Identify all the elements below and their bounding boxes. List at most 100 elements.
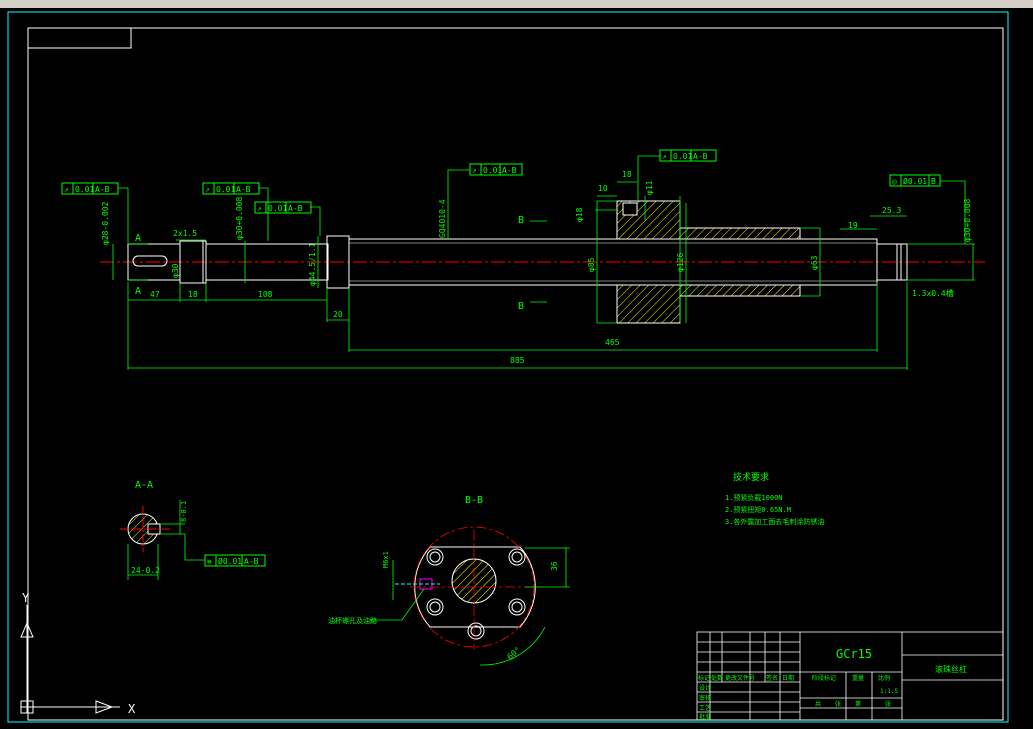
tb-header-count: 处数 (711, 674, 723, 682)
title-block (696, 631, 1004, 721)
thread-spec: GQ4010-4 (438, 199, 447, 238)
view-aa-title: A-A (135, 480, 153, 491)
tb-material: GCr15 (836, 647, 872, 661)
gdt-frame-5: ↗ 0.01 A-B (659, 149, 717, 162)
tb-label-review: 审核 (699, 694, 711, 702)
svg-text:A-B: A-B (95, 185, 110, 194)
section-a-top: A (135, 233, 141, 244)
svg-text:◎: ◎ (892, 177, 897, 186)
svg-text:0.01: 0.01 (216, 185, 235, 194)
svg-text:↗: ↗ (205, 185, 210, 194)
dim-phi18: φ18 (575, 207, 584, 222)
dim-chamfer: 2x1.5 (173, 229, 197, 238)
tb-scale-value: 1:1.5 (880, 688, 898, 695)
tb-sub-stage: 阶段标记 (812, 674, 836, 682)
gdt-frame-4: ↗ 0.01 A-B (469, 163, 523, 176)
tb-label-approve: 批准 (699, 713, 711, 721)
dim-18b: 18 (622, 170, 632, 179)
svg-text:↗: ↗ (257, 204, 262, 213)
bb-angle: 60° (506, 645, 523, 661)
sheet-border (27, 27, 1004, 721)
gdt-frame-2: ↗ 0.01 A-B (202, 182, 260, 195)
svg-text:B: B (931, 177, 936, 186)
svg-text:0.01: 0.01 (75, 185, 94, 194)
tech-req-1: 1.预紧负载1000N (725, 493, 783, 502)
tech-req-3: 3.各外露加工面去毛刺涂防锈油 (725, 517, 824, 526)
svg-text:0.01: 0.01 (268, 204, 287, 213)
section-view-aa: A-A 8-0.1 24-0.2 ≡ Ø0.01 A-B (120, 480, 266, 580)
nut-body-top (679, 227, 801, 240)
dim-885: 885 (510, 356, 525, 365)
svg-text:A-B: A-B (693, 152, 708, 161)
shaft-step (205, 243, 329, 281)
dim-phi28: φ28-0.002 (101, 201, 110, 245)
tb-header-sign: 签名 (766, 674, 778, 682)
gdt-frame-6: ◎ Ø0.01 B (889, 174, 941, 187)
dim-108: 108 (258, 290, 273, 299)
svg-text:A-B: A-B (502, 166, 517, 175)
bb-height: 36 (550, 561, 559, 571)
tb-sub-weight: 重量 (852, 674, 864, 682)
nut-flange-bottom (616, 284, 681, 324)
section-a-bottom: A (135, 286, 141, 297)
dim-phi44: φ44.5/1.1 (308, 242, 317, 286)
section-view-bb: B-B M6x1 36 60° 油杯螺孔及油路 (328, 495, 570, 666)
svg-text:↗: ↗ (472, 166, 477, 175)
ucs-x-label: X (128, 702, 136, 716)
gdt-frame-1: ↗ 0.01 A-B (61, 182, 119, 195)
dim-phi11: φ11 (645, 180, 654, 195)
tech-requirements: 技术要求 1.预紧负载1000N 2.预紧扭矩0.65N.M 3.各外露加工面去… (725, 471, 824, 526)
tb-sub-scale: 比例 (878, 674, 890, 682)
dim-phi63: φ63 (810, 255, 819, 270)
svg-text:A-B: A-B (236, 185, 251, 194)
svg-text:Ø0.01: Ø0.01 (218, 556, 242, 566)
keyway (132, 255, 168, 267)
bb-thread: M6x1 (382, 551, 390, 568)
bb-note: 油杯螺孔及油路 (328, 616, 377, 625)
tb-header-file: 更改文件号 (725, 674, 755, 682)
section-b-top: B (518, 215, 524, 226)
title-block-text: 标记 处数 更改文件号 签名 日期 设计 审核 工艺 批准 阶段标记 重量 比例… (698, 674, 898, 721)
svg-text:↗: ↗ (662, 152, 667, 161)
tech-req-title: 技术要求 (733, 471, 769, 483)
aa-keyway-depth: 8-0.1 (180, 501, 188, 522)
gdt-frame-7: ≡ Ø0.01 A-B (204, 554, 266, 567)
tb-label-design: 设计 (699, 684, 711, 692)
svg-text:↗: ↗ (64, 185, 69, 194)
dim-47: 47 (150, 290, 160, 299)
tb-part-name: 滚珠丝杠 (935, 664, 967, 674)
dim-19: 19 (848, 221, 858, 230)
tb-sheet-total: 共 (815, 700, 821, 708)
sheet-border-outer (7, 11, 1009, 723)
dim-groove: 1.3x0.4槽 (912, 288, 954, 298)
tb-sheet-unit-2: 张 (885, 700, 891, 708)
dim-20: 20 (333, 310, 343, 319)
drawing-canvas[interactable]: 47 18 108 20 465 885 10 18 25.3 19 2x1.5… (0, 8, 1033, 725)
tb-header-date: 日期 (782, 674, 794, 682)
dim-phi30-left: φ30+0.008 (235, 196, 244, 240)
dim-18a: 18 (188, 290, 198, 299)
ucs-icon (20, 605, 120, 714)
section-b-bottom: B (518, 301, 524, 312)
gdt-frame-3: ↗ 0.01 A-B (254, 201, 312, 214)
dim-phi126: φ126 (676, 253, 685, 272)
dim-10: 10 (598, 184, 608, 193)
cad-drawing: 47 18 108 20 465 885 10 18 25.3 19 2x1.5… (7, 11, 1009, 723)
svg-text:0.01: 0.01 (483, 166, 502, 175)
corner-box (27, 27, 132, 49)
svg-text:A-B: A-B (244, 557, 259, 566)
dim-phi30-right: φ30+0.008 (963, 198, 972, 242)
view-bb-title: B-B (465, 495, 483, 506)
tb-sheet-unit-1: 张 (835, 700, 841, 708)
svg-text:Ø0.01: Ø0.01 (903, 176, 927, 186)
svg-text:A-B: A-B (288, 204, 303, 213)
tb-sheet-no: 第 (855, 700, 861, 708)
oil-hole (622, 202, 638, 216)
svg-text:0.01: 0.01 (673, 152, 692, 161)
nut-body-bottom (679, 284, 801, 297)
dim-25-3: 25.3 (882, 206, 901, 215)
dim-phi85: φ85 (587, 257, 596, 272)
svg-text:≡: ≡ (207, 557, 212, 566)
dim-465: 465 (605, 338, 620, 347)
tb-header-mark: 标记 (698, 674, 710, 682)
